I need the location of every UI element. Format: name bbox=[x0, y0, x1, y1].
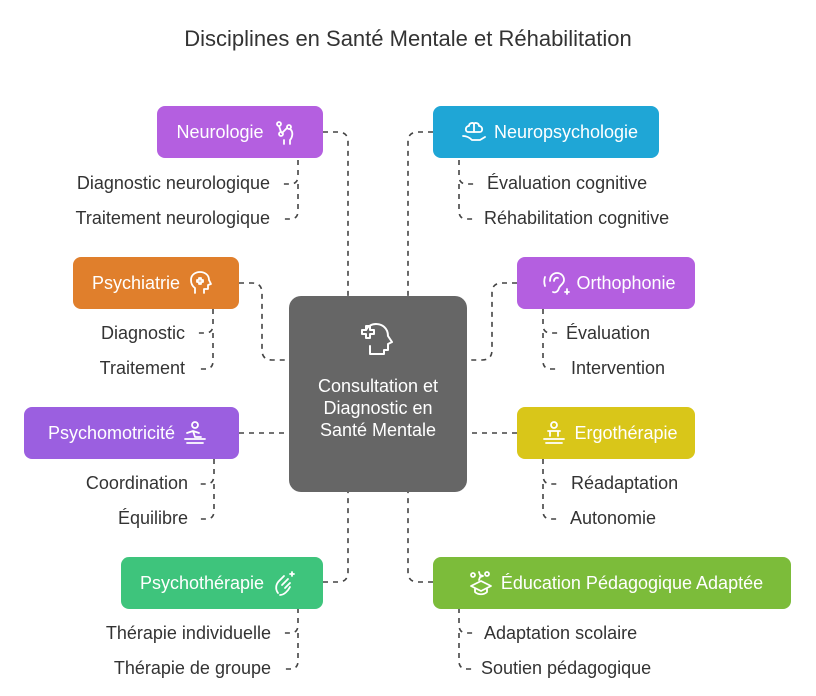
node-label: Psychothérapie bbox=[139, 572, 265, 593]
leaf-item: Coordination bbox=[85, 473, 188, 493]
node-label: Éducation Pédagogique Adaptée bbox=[500, 572, 764, 593]
leaf-item: Thérapie de groupe bbox=[113, 658, 271, 678]
node-neuropsychologie[interactable]: Neuropsychologie bbox=[433, 106, 659, 158]
node-orthophonie[interactable]: Orthophonie bbox=[517, 257, 695, 309]
node-label: Ergothérapie bbox=[574, 422, 678, 443]
node-label: Psychomotricité bbox=[47, 422, 176, 443]
leaf-item: Équilibre bbox=[117, 508, 188, 528]
person-exercise-icon bbox=[181, 419, 209, 447]
node-label: Orthophonie bbox=[576, 272, 676, 293]
leaf-item: Adaptation scolaire bbox=[484, 623, 638, 643]
leaf-item: Réhabilitation cognitive bbox=[484, 208, 670, 228]
node-education-pedagogique[interactable]: Éducation Pédagogique Adaptée bbox=[433, 557, 791, 609]
person-therapy-icon bbox=[540, 419, 568, 447]
node-label: Neuropsychologie bbox=[493, 121, 639, 142]
node-psychotherapie[interactable]: Psychothérapie bbox=[121, 557, 323, 609]
leaf-item: Traitement neurologique bbox=[75, 208, 270, 228]
graduation-cap-icon bbox=[467, 569, 495, 597]
node-ergotherapie[interactable]: Ergothérapie bbox=[517, 407, 695, 459]
leaf-item: Diagnostic bbox=[100, 323, 185, 343]
node-label: Psychiatrie bbox=[91, 272, 181, 293]
node-psychomotricite[interactable]: Psychomotricité bbox=[24, 407, 239, 459]
leaf-item: Intervention bbox=[571, 358, 666, 378]
ear-sound-icon bbox=[542, 269, 571, 297]
node-label: Neurologie bbox=[176, 121, 264, 142]
leaf-item: Évaluation bbox=[566, 323, 651, 343]
brain-nodes-icon bbox=[270, 118, 298, 146]
diagram-title: Disciplines en Santé Mentale et Réhabili… bbox=[184, 26, 632, 51]
node-neurologie[interactable]: Neurologie bbox=[157, 106, 323, 158]
leaf-item: Thérapie individuelle bbox=[105, 623, 271, 643]
head-medical-cross-icon bbox=[186, 269, 214, 297]
leaf-item: Soutien pédagogique bbox=[481, 658, 652, 678]
leaf-item: Traitement bbox=[99, 358, 185, 378]
center-label: Consultation et Diagnostic en Santé Ment… bbox=[317, 376, 439, 440]
leaf-item: Évaluation cognitive bbox=[487, 173, 648, 193]
leaf-item: Réadaptation bbox=[571, 473, 679, 493]
hand-sparkle-icon bbox=[270, 569, 298, 597]
center-node: Consultation et Diagnostic en Santé Ment… bbox=[289, 296, 467, 492]
node-psychiatrie[interactable]: Psychiatrie bbox=[73, 257, 239, 309]
head-medical-cross-icon bbox=[356, 316, 400, 365]
leaf-item: Autonomie bbox=[570, 508, 657, 528]
leaf-item: Diagnostic neurologique bbox=[76, 173, 270, 193]
brain-hand-icon bbox=[460, 118, 488, 146]
